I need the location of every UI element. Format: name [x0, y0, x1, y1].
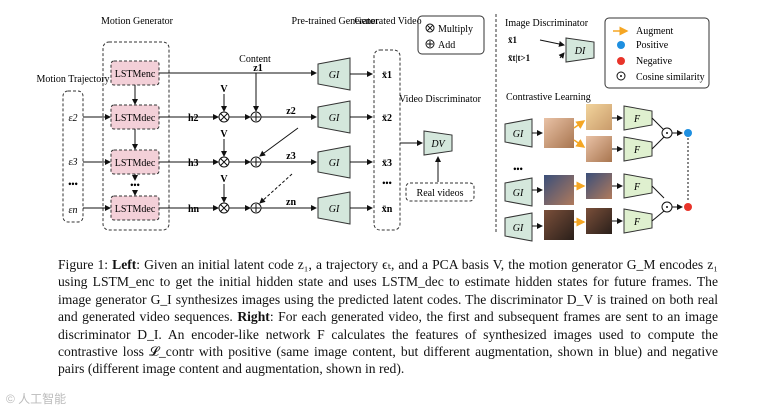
svg-text:GI: GI: [513, 223, 524, 234]
svg-text:LSTMdec: LSTMdec: [115, 113, 156, 124]
x1-label: x̄1: [382, 70, 392, 81]
watermark: © 人工智能: [6, 392, 67, 406]
f-label-2: F: [633, 145, 641, 156]
f-label-3: F: [633, 182, 641, 193]
svg-text:LSTMenc: LSTMenc: [115, 69, 156, 80]
svg-text:•••: •••: [513, 164, 522, 174]
gi-label-n: GI: [329, 204, 340, 215]
motion-generator-box: [102, 41, 170, 231]
dv-block: [423, 130, 453, 156]
positive-dot: [684, 129, 692, 137]
epsilon-n: εn: [69, 205, 78, 216]
zn-label: zn: [286, 197, 296, 208]
epsilon-3: ε3: [69, 157, 78, 168]
content-label: Content: [239, 54, 271, 65]
real-videos-box: [405, 182, 475, 202]
motion-generator-label: Motion Generator: [101, 16, 174, 27]
di-label: DI: [574, 46, 586, 57]
generated-video-column: [373, 49, 401, 231]
cl-row-2: GI: [504, 173, 612, 207]
id-x1: x̄1: [508, 35, 518, 45]
cl-legend-box: [604, 17, 710, 89]
gi-block-n: [317, 191, 351, 225]
f-block-1: [623, 105, 653, 131]
trajectory-column: [62, 90, 84, 223]
ops-legend-box: [417, 15, 485, 55]
gi-label-3: GI: [329, 158, 340, 169]
svg-text:LSTMdec: LSTMdec: [115, 158, 156, 169]
epsilon-dots: •••: [68, 179, 77, 189]
cl-row-1: GI: [504, 104, 612, 162]
f-label-4: F: [633, 217, 641, 228]
caption-right-bold: Right: [237, 309, 270, 325]
generated-video-label: Generated Video: [354, 16, 421, 27]
lstm-dec-2: LSTMdec: [110, 149, 160, 175]
gi-block-2: [317, 100, 351, 134]
legend-multiply: Multiply: [438, 24, 473, 35]
h2-label: h2: [188, 113, 199, 124]
v-label-3: V: [220, 174, 228, 185]
x-dots: •••: [382, 178, 391, 188]
gi-label-1: GI: [329, 70, 340, 81]
hn-label: hn: [188, 204, 200, 215]
xn-label: x̄n: [382, 204, 393, 215]
x3-label: x̄3: [382, 158, 392, 169]
pretrained-generator-label: Pre-trained Generator: [292, 16, 380, 27]
v-label-2: V: [220, 129, 228, 140]
image-discriminator-label: Image Discriminator: [505, 18, 589, 29]
caption-left-text: : Given an initial latent code z₁, a tra…: [58, 257, 719, 325]
svg-text:GI: GI: [513, 188, 524, 199]
svg-text:LSTMdec: LSTMdec: [115, 204, 156, 215]
h3-label: h3: [188, 158, 199, 169]
video-discriminator-label: Video Discriminator: [399, 94, 482, 105]
legend-negative: Negative: [636, 56, 673, 67]
legend-cosine: Cosine similarity: [636, 72, 705, 83]
gi-block-1: [317, 57, 351, 91]
svg-text:GI: GI: [513, 129, 524, 140]
f-label-1: F: [633, 114, 641, 125]
caption-left-bold: Left: [112, 257, 137, 272]
legend-augment: Augment: [636, 26, 673, 37]
lstm-dec-1: LSTMdec: [110, 104, 160, 130]
f-block-2: [623, 136, 653, 162]
figure-diagram: Motion Generator Motion Trajectory ε2 ε3…: [36, 14, 710, 242]
contrastive-learning-label: Contrastive Learning: [506, 92, 591, 103]
legend-positive: Positive: [636, 40, 669, 51]
cl-row-3: GI: [504, 208, 612, 242]
gi-label-2: GI: [329, 113, 340, 124]
epsilon-2: ε2: [69, 113, 78, 124]
cl-row-dots: •••: [513, 164, 522, 174]
caption-right-text: : For each generated video, the first an…: [58, 309, 718, 377]
dv-label: DV: [430, 139, 446, 150]
z2-label: z2: [286, 106, 295, 117]
di-block: [565, 37, 595, 63]
legend-positive-dot: [617, 41, 625, 49]
lstm-dec-n: LSTMdec: [110, 195, 160, 221]
figure-caption: Figure 1: Left: Given an initial latent …: [58, 256, 718, 378]
z1-label: z1: [253, 63, 262, 74]
lstm-dots: •••: [130, 180, 139, 190]
caption-fig-label: Figure 1:: [58, 257, 109, 272]
gi-block-3: [317, 145, 351, 179]
negative-dot: [684, 203, 692, 211]
f-block-4: [623, 208, 653, 234]
legend-add: Add: [438, 40, 455, 51]
legend-negative-dot: [617, 57, 625, 65]
v-label-1: V: [220, 84, 228, 95]
z3-label: z3: [286, 151, 295, 162]
f-block-3: [623, 173, 653, 199]
real-videos-label: Real videos: [417, 188, 464, 199]
motion-trajectory-label: Motion Trajectory: [36, 74, 109, 85]
id-xt: x̄t|t>1: [508, 53, 531, 63]
x2-label: x̄2: [382, 113, 392, 124]
lstm-enc: LSTMenc: [110, 60, 160, 86]
